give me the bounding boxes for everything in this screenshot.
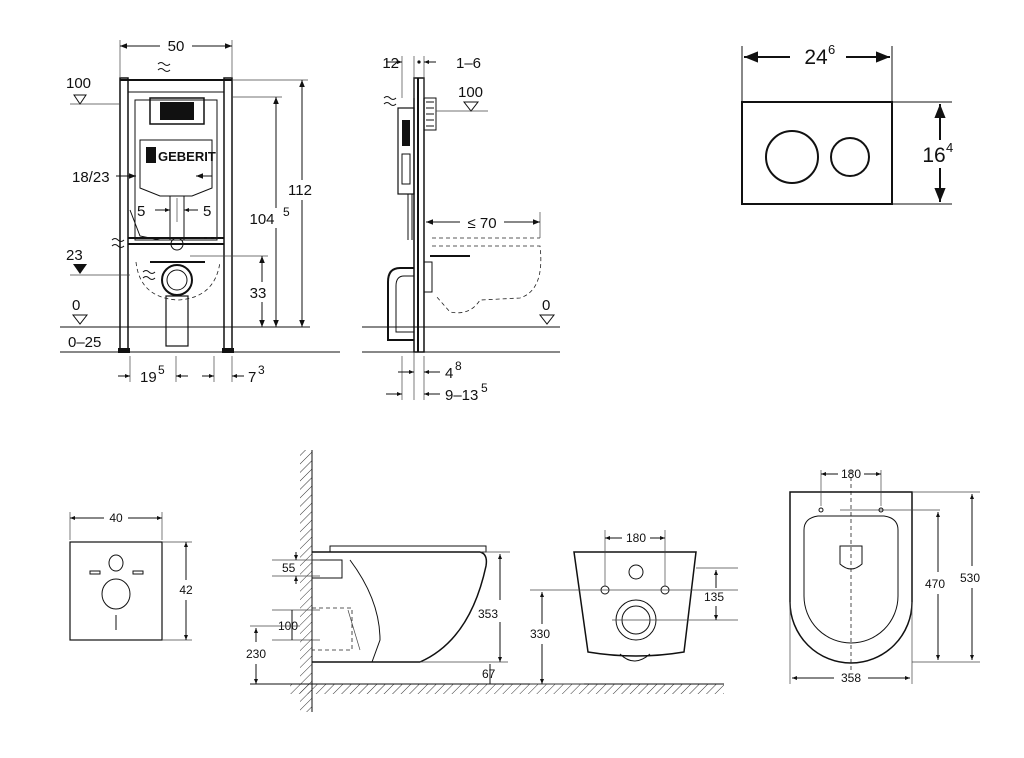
dim-frame-main-height-sup: 5 [283,205,290,219]
side-level-top-label: 100 [458,84,483,101]
toilet-bowl-top [803,515,899,644]
dim-toilet-height: 353 [478,607,498,621]
dim-plate-height-sup: 4 [946,140,953,155]
frame-upright-right [223,77,233,353]
dim-mat-height: 42 [179,583,193,597]
dim-back-bolt-spacing: 180 [626,531,646,545]
wall-hatch [300,450,312,712]
dim-side-bottom-a-sup: 8 [455,359,462,373]
frame-front-view: GEBERIT 50 112 104 5 [60,38,340,386]
toilet-bowl-side [312,551,488,663]
dim-frame-main-height: 104 [249,211,274,228]
dim-offset-right: 5 [203,203,211,220]
brand-logo: GEBERIT [158,149,216,164]
dim-side-bottom-a: 4 [445,365,453,382]
dim-side-bottom-b-sup: 5 [481,381,488,395]
sound-mat-outline [69,541,163,641]
dim-top-width: 358 [841,671,861,685]
dim-back-height: 330 [530,627,550,641]
toilet-back-view: 180 330 135 [530,530,738,685]
dim-bottom-right: 7 [248,369,256,386]
dim-offset-left: 5 [137,203,145,220]
floor-hatch [290,684,724,694]
dim-side-bottom-b: 9–13 [445,387,478,404]
flush-button-small [830,137,870,177]
sound-mat: 40 42 [69,511,193,641]
dim-plate-width: 24 [804,46,828,69]
dim-toilet-bottom: 67 [482,667,496,681]
frame-upright-left [119,77,129,353]
toilet-side-view: 55 100 230 353 67 [246,450,724,712]
dim-plate-width-sup: 6 [828,42,835,57]
dim-bottom-left: 19 [140,369,157,386]
outlet-pipe [161,264,193,296]
cistern-side [397,107,415,195]
dim-mat-width: 40 [109,511,123,525]
dim-pipe: 55 [282,561,296,575]
toilet-top-view: 180 470 530 358 [789,467,980,685]
dim-side-projection: ≤ 70 [467,215,496,232]
frame-side-view: 12 1–6 100 ≤ 70 0 4 8 9–13 5 [362,55,560,404]
dim-top-depth-total: 530 [960,571,980,585]
dim-side-top-a: 12 [382,55,399,72]
dim-back-bolt-height: 135 [704,590,724,604]
toilet-back-outline [573,551,697,657]
cistern [134,99,218,241]
dim-top-bolt-spacing: 180 [841,467,861,481]
dim-floor-gap: 230 [246,647,266,661]
dim-plate-height: 16 [922,144,945,167]
dim-bottom-left-sup: 5 [158,363,165,377]
level-mid-label: 23 [66,247,83,264]
floor-adjust-label: 0–25 [68,334,101,351]
toilet-top-outline [789,491,913,664]
dim-side-top-b: 1–6 [456,55,481,72]
dim-spacing: 18/23 [72,169,110,186]
flush-plate-outline [741,101,893,205]
dim-frame-width: 50 [168,38,185,55]
flush-plate: 24 6 16 4 [741,42,953,205]
dim-bottom-right-sup: 3 [258,363,265,377]
flush-button-large [765,130,819,184]
level-zero-label: 0 [72,297,80,314]
dim-drain-height: 33 [250,285,267,302]
dim-frame-total-height: 112 [288,182,312,199]
dim-top-depth-inner: 470 [925,577,945,591]
side-level-zero-label: 0 [542,297,550,314]
level-top-label: 100 [66,75,91,92]
